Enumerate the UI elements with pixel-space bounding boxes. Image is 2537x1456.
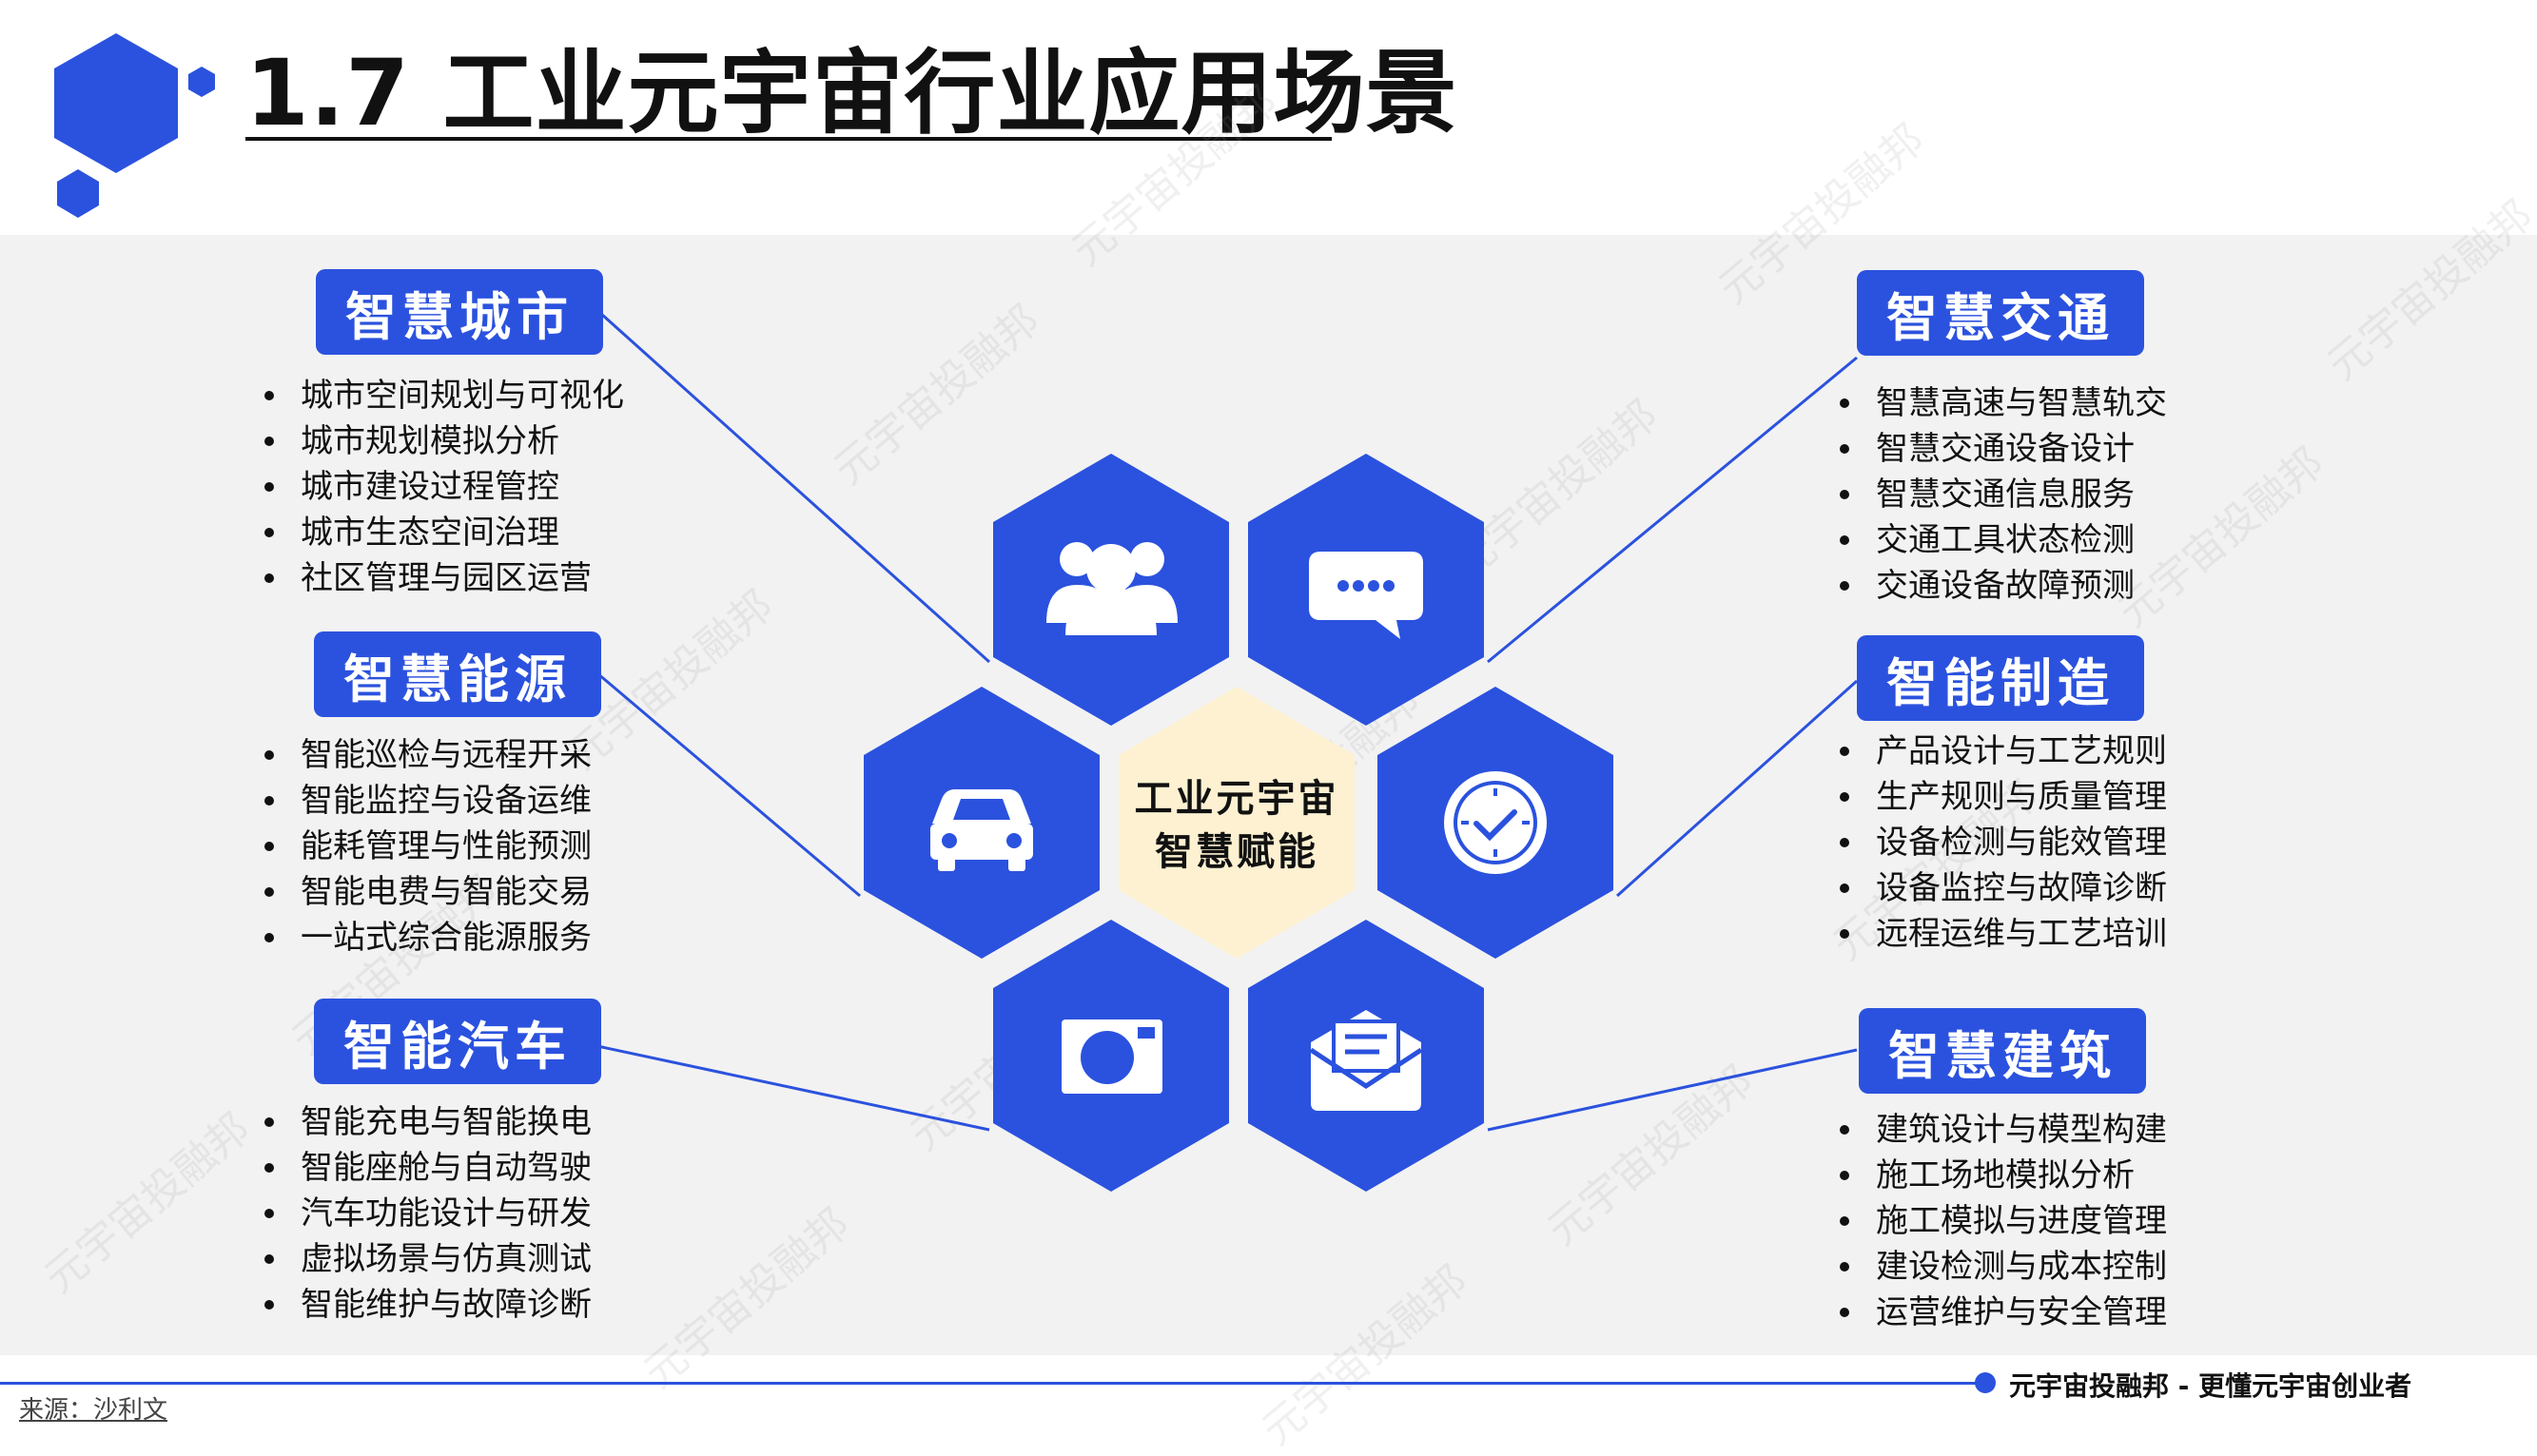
center-line1: 工业元宇宙: [1134, 777, 1339, 821]
list-item: 交通设备故障预测: [1840, 563, 2167, 609]
list-item: 智能座舱与自动驾驶: [264, 1145, 592, 1191]
list-item: 智能电费与智能交易: [264, 869, 592, 915]
footer-brand: 元宇宙投融邦 - 更懂元宇宙创业者: [2009, 1370, 2412, 1402]
list-item: 运营维护与安全管理: [1840, 1290, 2167, 1335]
category-box: 智能汽车: [314, 999, 601, 1084]
footer-dot-icon: [1975, 1372, 1996, 1393]
connector-line: [596, 1044, 990, 1132]
list-item: 智慧高速与智慧轨交: [1840, 380, 2167, 426]
footer-line: [0, 1382, 1988, 1385]
center-line2: 智慧赋能: [1155, 830, 1318, 874]
list-item: 智能充电与智能换电: [264, 1099, 592, 1145]
list-item: 施工场地模拟分析: [1840, 1153, 2167, 1198]
camera-icon: [1062, 1019, 1162, 1094]
list-item: 交通工具状态检测: [1840, 517, 2167, 563]
category-box: 智慧城市: [316, 269, 603, 355]
list-item: 施工模拟与进度管理: [1840, 1198, 2167, 1244]
list-item: 设备检测与能效管理: [1840, 820, 2167, 865]
list-item: 远程运维与工艺培训: [1840, 911, 2167, 957]
connector-line: [599, 312, 991, 664]
list-item: 生产规则与质量管理: [1840, 774, 2167, 820]
list-item: 城市建设过程管控: [264, 464, 624, 510]
car-icon: [930, 789, 1033, 871]
category-list: 城市空间规划与可视化 城市规划模拟分析 城市建设过程管控 城市生态空间治理 社区…: [264, 373, 624, 601]
connector-line: [1615, 679, 1859, 898]
list-item: 设备监控与故障诊断: [1840, 865, 2167, 911]
list-item: 智慧交通信息服务: [1840, 472, 2167, 517]
category-list: 产品设计与工艺规则 生产规则与质量管理 设备检测与能效管理 设备监控与故障诊断 …: [1840, 728, 2167, 957]
logo-hexagons-icon: [54, 33, 215, 218]
title-underline: [245, 137, 1332, 141]
list-item: 社区管理与园区运营: [264, 555, 624, 601]
mail-icon: [1309, 1010, 1423, 1111]
category-list: 智慧高速与智慧轨交 智慧交通设备设计 智慧交通信息服务 交通工具状态检测 交通设…: [1840, 380, 2167, 609]
center-label: 工业元宇宙 智慧赋能: [1103, 772, 1370, 879]
list-item: 智能巡检与远程开采: [264, 732, 592, 778]
connector-line: [596, 671, 861, 898]
list-item: 产品设计与工艺规则: [1840, 728, 2167, 774]
list-item: 一站式综合能源服务: [264, 915, 592, 961]
category-list: 智能充电与智能换电 智能座舱与自动驾驶 汽车功能设计与研发 虚拟场景与仿真测试 …: [264, 1099, 592, 1328]
list-item: 城市生态空间治理: [264, 510, 624, 555]
clock-icon: [1444, 771, 1547, 874]
source-note: 来源：沙利文: [19, 1396, 168, 1425]
list-item: 汽车功能设计与研发: [264, 1191, 592, 1236]
connector-line: [1487, 1048, 1858, 1132]
list-item: 虚拟场景与仿真测试: [264, 1236, 592, 1282]
list-item: 智能维护与故障诊断: [264, 1282, 592, 1328]
list-item: 能耗管理与性能预测: [264, 824, 592, 869]
list-item: 智能监控与设备运维: [264, 778, 592, 824]
list-item: 城市规划模拟分析: [264, 418, 624, 464]
category-box: 智能制造: [1857, 635, 2144, 721]
chat-icon: [1309, 552, 1423, 639]
list-item: 智慧交通设备设计: [1840, 426, 2167, 472]
category-box: 智慧建筑: [1859, 1008, 2146, 1094]
users-icon: [1046, 542, 1178, 635]
category-box: 智慧交通: [1857, 270, 2144, 356]
list-item: 城市空间规划与可视化: [264, 373, 624, 418]
connector-line: [1487, 356, 1858, 664]
category-list: 智能巡检与远程开采 智能监控与设备运维 能耗管理与性能预测 智能电费与智能交易 …: [264, 732, 592, 961]
list-item: 建筑设计与模型构建: [1840, 1107, 2167, 1153]
category-list: 建筑设计与模型构建 施工场地模拟分析 施工模拟与进度管理 建设检测与成本控制 运…: [1840, 1107, 2167, 1335]
list-item: 建设检测与成本控制: [1840, 1244, 2167, 1290]
category-box: 智慧能源: [314, 631, 601, 717]
page-title: 1.7 工业元宇宙行业应用场景: [245, 40, 1458, 146]
hex-center: [1119, 687, 1355, 959]
